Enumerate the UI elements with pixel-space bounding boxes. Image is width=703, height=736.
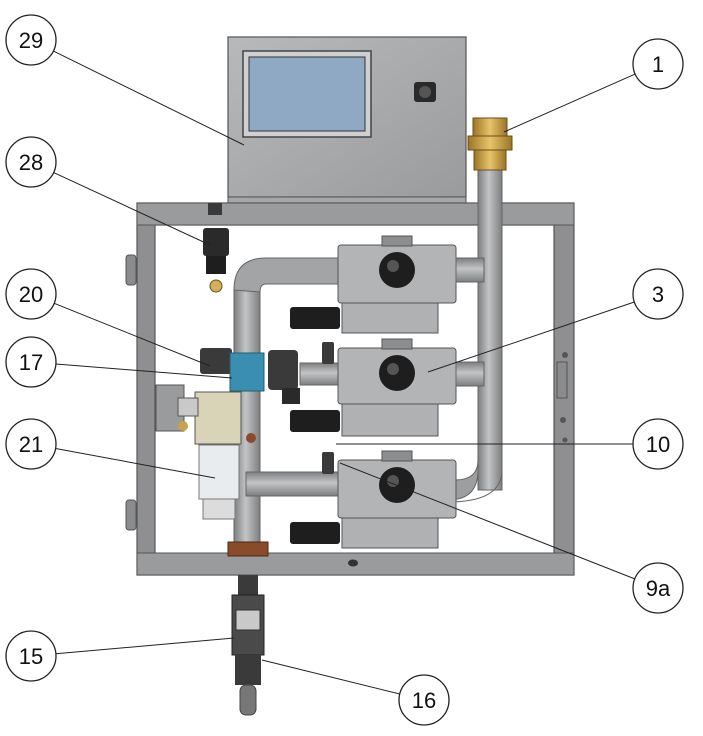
callout-label: 10 (646, 432, 670, 457)
callout-label: 29 (19, 28, 43, 53)
callout-circle (632, 268, 684, 320)
callout-circle (632, 38, 684, 90)
callout-label: 21 (19, 432, 43, 457)
callout-c9a: 9a (632, 562, 684, 614)
callout-label: 20 (19, 282, 43, 307)
brass-inlet-fitting (467, 117, 513, 171)
callout-circle (5, 336, 57, 388)
leader-line-c16 (261, 659, 400, 695)
leader-line-c9a (339, 462, 635, 580)
callout-circle (398, 674, 450, 726)
callout-c20: 20 (5, 268, 57, 320)
callout-circle (5, 14, 57, 66)
callout-c28: 28 (5, 136, 57, 188)
callout-label: 17 (19, 350, 43, 375)
callout-circle (5, 630, 57, 682)
leader-line-c17 (55, 363, 233, 379)
callout-circle (632, 562, 684, 614)
callout-circle (5, 418, 57, 470)
actuator-valve-middle (290, 338, 485, 437)
actuator-valve-lower (290, 450, 457, 549)
callout-circle (5, 136, 57, 188)
callout-circle (5, 268, 57, 320)
callout-label: 3 (652, 282, 664, 307)
solenoid-valve (200, 348, 300, 404)
leader-line-c20 (54, 302, 211, 367)
leader-lines (53, 50, 636, 695)
leader-line-c3 (427, 301, 635, 373)
callout-label: 28 (19, 150, 43, 175)
filter-regulator-assembly (155, 384, 256, 520)
leader-line-c21 (55, 448, 216, 479)
callout-label: 16 (412, 688, 436, 713)
outlet-coupling (227, 541, 269, 595)
callout-c10: 10 (632, 418, 684, 470)
mounting-frame (125, 202, 575, 576)
leader-line-c15 (55, 637, 235, 655)
callout-c29: 29 (5, 14, 57, 66)
callout-c21: 21 (5, 418, 57, 470)
leader-line-c1 (503, 73, 636, 133)
leader-line-c29 (53, 50, 245, 146)
callout-c16: 16 (398, 674, 450, 726)
callout-c17: 17 (5, 336, 57, 388)
callout-c3: 3 (632, 268, 684, 320)
pressure-switch (203, 203, 229, 293)
control-enclosure (227, 36, 467, 198)
callout-c1: 1 (632, 38, 684, 90)
ball-valve (231, 594, 265, 716)
callout-label: 9a (646, 576, 671, 601)
touch-screen (248, 56, 366, 132)
leader-line-c28 (53, 172, 211, 246)
callout-label: 1 (652, 52, 664, 77)
actuator-valve-upper (290, 235, 485, 334)
callout-label: 15 (19, 644, 43, 669)
callout-bubbles: 29 1 28 20 3 17 21 10 9a 15 16 (5, 14, 684, 726)
callout-circle (632, 418, 684, 470)
callout-c15: 15 (5, 630, 57, 682)
